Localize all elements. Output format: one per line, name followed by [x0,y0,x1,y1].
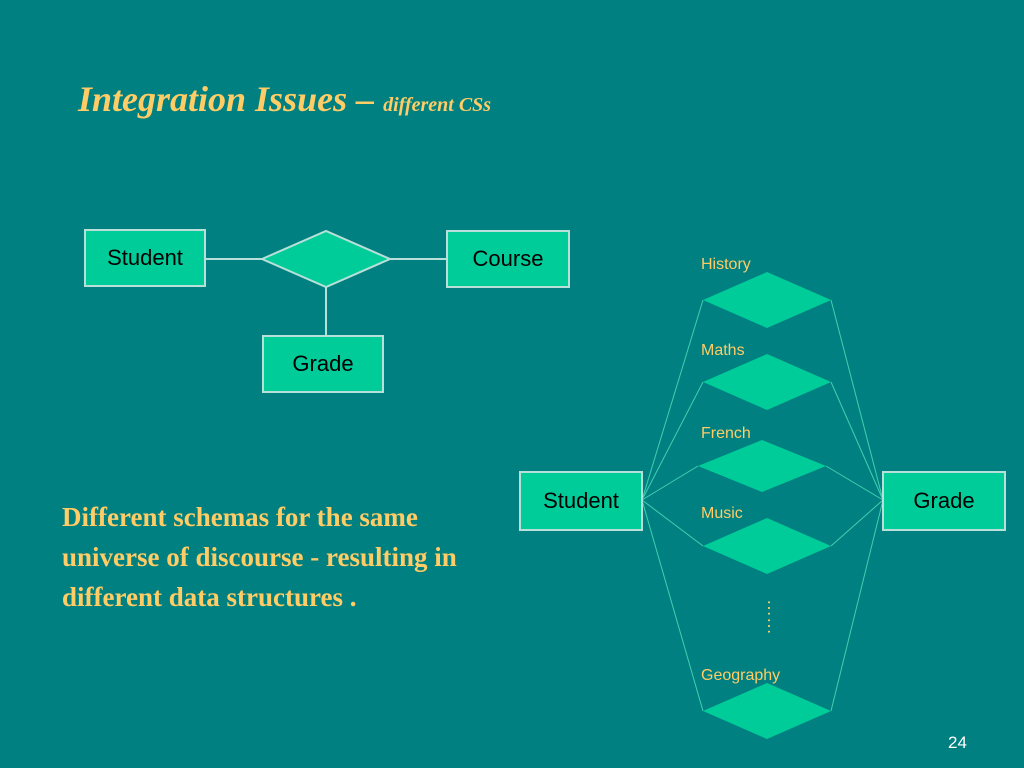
relationship-label-music: Music [701,505,743,522]
relationship-diamond-music [703,518,831,574]
relationship-label-french: French [701,425,751,442]
title-main: Integration Issues – [78,79,375,119]
relationship-label-maths: Maths [701,342,745,359]
entity-label: Grade [913,488,975,513]
relationship-diamond-maths [703,354,831,410]
entity-grade-left: Grade [262,335,384,393]
title-subtitle: different CSs [383,94,492,116]
entity-label: Student [107,245,183,270]
relationship-diamond-history [703,272,831,328]
slide-title: Integration Issues – different CSs [78,78,491,120]
relationship-diamond-french [698,440,826,492]
slide-body-text: Different schemas for the same universe … [62,502,457,612]
relationship-diamond [259,229,393,289]
entity-label: Student [543,488,619,513]
entity-grade-right: Grade [882,471,1006,531]
entity-label: Course [472,246,544,271]
relationship-label-history: History [701,256,751,273]
page-number: 24 [948,733,967,752]
relationship-label-geography: Geography [701,667,781,684]
relationship-diamond-geography [703,683,831,739]
entity-student-right: Student [519,471,643,531]
ellipsis-dots: …… [764,599,784,635]
entity-label: Grade [292,351,354,376]
entity-student-left: Student [84,229,206,287]
entity-course: Course [446,230,570,288]
